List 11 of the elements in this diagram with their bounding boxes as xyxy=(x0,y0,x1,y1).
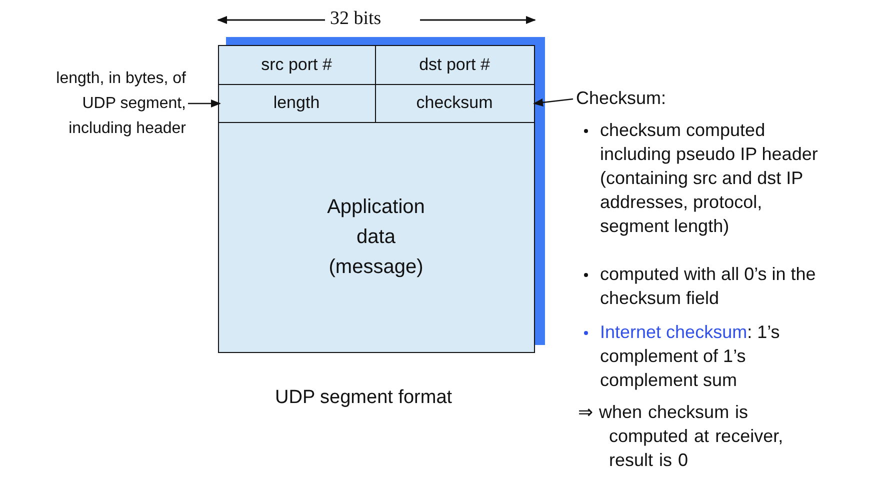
leader-line xyxy=(533,98,574,106)
bullet-text: computed with all 0’s in the checksum field xyxy=(600,263,817,310)
bullet-text: ⇒ when checksum is computed at receiver, result is 0 xyxy=(578,401,784,472)
note-heading: Checksum: xyxy=(576,86,696,112)
dimension-label: 32 bits xyxy=(330,8,382,30)
leader-line xyxy=(188,100,221,108)
annotation-text: length, in bytes, of UDP segment, including header xyxy=(20,66,186,150)
caption: UDP segment format xyxy=(275,387,452,409)
bullet-text: Internet checksum: 1’s complement of 1’s complement sum xyxy=(600,321,781,392)
bullet-text: checksum computed including pseudo IP header (containing src and dst IP addresses, protocol, segment length) xyxy=(600,119,819,238)
segment-box xyxy=(218,45,535,353)
